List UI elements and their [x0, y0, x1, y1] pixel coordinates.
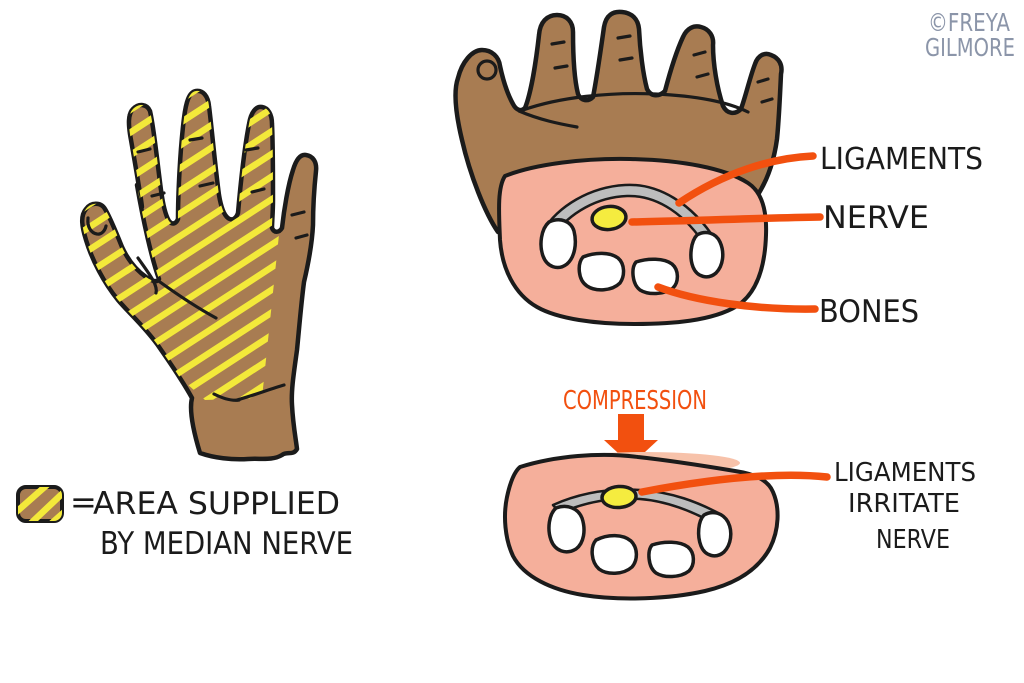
watermark-line2: GILMORE — [925, 33, 1015, 62]
compressed-cross-section-body — [503, 452, 780, 601]
median-area-stripe — [82, 135, 280, 400]
median-area-stripe — [82, 90, 196, 113]
median-area-stripe — [82, 199, 280, 400]
median-area-stripe — [82, 183, 280, 400]
caption-line2: IRRITATE — [848, 489, 960, 519]
median-area-stripe — [82, 103, 280, 399]
compression-title: COMPRESSION — [563, 386, 707, 416]
bones-leader-line — [654, 283, 819, 313]
median-area-stripe — [82, 90, 207, 129]
legend-text-line2: BY MEDIAN NERVE — [100, 526, 353, 562]
median-area-stripe — [82, 231, 280, 400]
label-bones: BONES — [819, 294, 919, 330]
label-ligaments: LIGAMENTS — [820, 142, 983, 177]
thumbnail-outline-top — [476, 59, 498, 81]
nerve-leader-line — [628, 213, 824, 226]
leader-lines — [628, 152, 824, 313]
median-nerve — [590, 204, 628, 232]
irritation-leader-line — [638, 471, 831, 496]
legend-text-line1: AREA SUPPLIED — [93, 486, 340, 522]
caption-line1: LIGAMENTS — [834, 458, 976, 488]
legend: = AREA SUPPLIED BY MEDIAN NERVE — [16, 483, 353, 562]
median-area-stripe — [0, 0, 172, 77]
thumbnail-outline — [86, 216, 108, 236]
caption-line3: NERVE — [876, 525, 950, 555]
ligaments-leader-line — [675, 152, 817, 207]
legend-equals: = — [70, 483, 97, 521]
artist-watermark: ©FREYA GILMORE — [925, 8, 1015, 62]
palm-creases — [86, 136, 309, 402]
median-area-stripe — [82, 167, 280, 400]
wrist-cross-section-diagram: LIGAMENTS NERVE BONES — [453, 9, 983, 330]
median-area-stripe — [82, 90, 186, 97]
median-area-stripe — [82, 90, 217, 145]
legend-swatch-stripes — [18, 487, 62, 521]
median-area-stripe — [82, 215, 280, 400]
compressed-median-nerve — [600, 484, 638, 510]
carpal-bones — [539, 218, 725, 296]
watermark-line1: ©FREYA — [928, 8, 1010, 37]
compressed-carpal-bones — [547, 504, 733, 579]
compression-diagram: COMPRESSION LIGAMENTS IRRITATE NERVE — [503, 386, 976, 601]
label-nerve: NERVE — [823, 200, 929, 236]
hand-back-details — [476, 34, 774, 129]
median-area-stripe — [82, 119, 280, 400]
